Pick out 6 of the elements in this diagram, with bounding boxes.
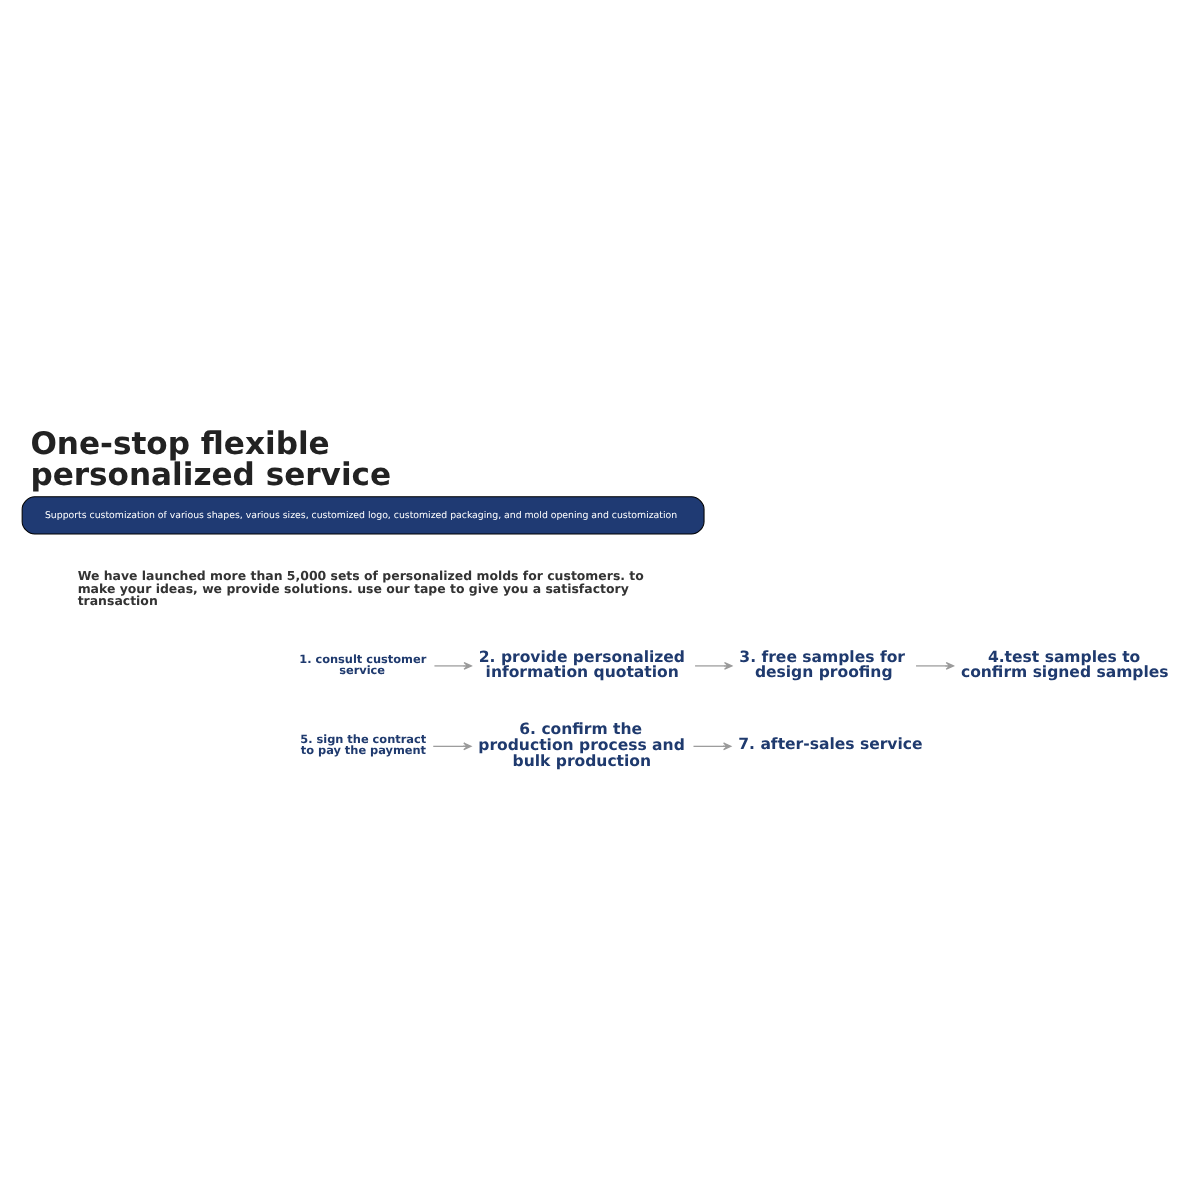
arrow — [915, 662, 955, 670]
arrow — [694, 662, 733, 670]
diagram-title: One-stop flexible personalized service — [30, 426, 392, 494]
arrow — [692, 742, 732, 751]
arrow — [433, 662, 472, 670]
arrow — [432, 742, 472, 751]
